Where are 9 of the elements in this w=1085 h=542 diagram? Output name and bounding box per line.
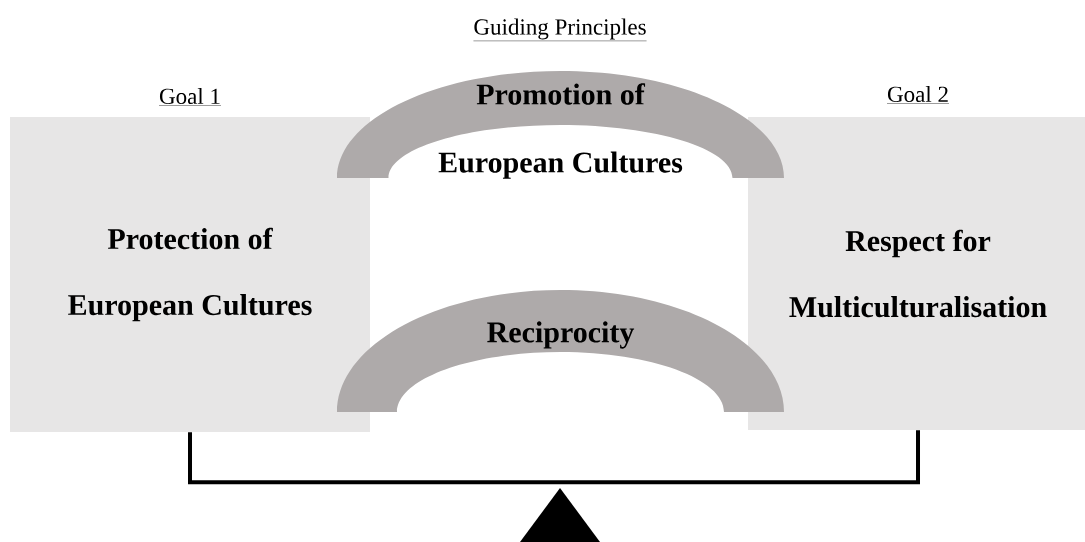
arch: Promotion of European Cultures (337, 71, 784, 179)
goal-heading: Goal 2 (886, 85, 950, 104)
heading: Guiding Principles (473, 18, 647, 42)
arch: Reciprocity (337, 290, 784, 412)
goal-box: Protection of European Cultures (10, 117, 370, 432)
goal-box: Respect for Multiculturalisation (748, 117, 1085, 430)
balance-beam (188, 430, 920, 485)
goal-heading: Goal 1 (158, 87, 222, 106)
fulcrum-triangle (520, 488, 600, 542)
